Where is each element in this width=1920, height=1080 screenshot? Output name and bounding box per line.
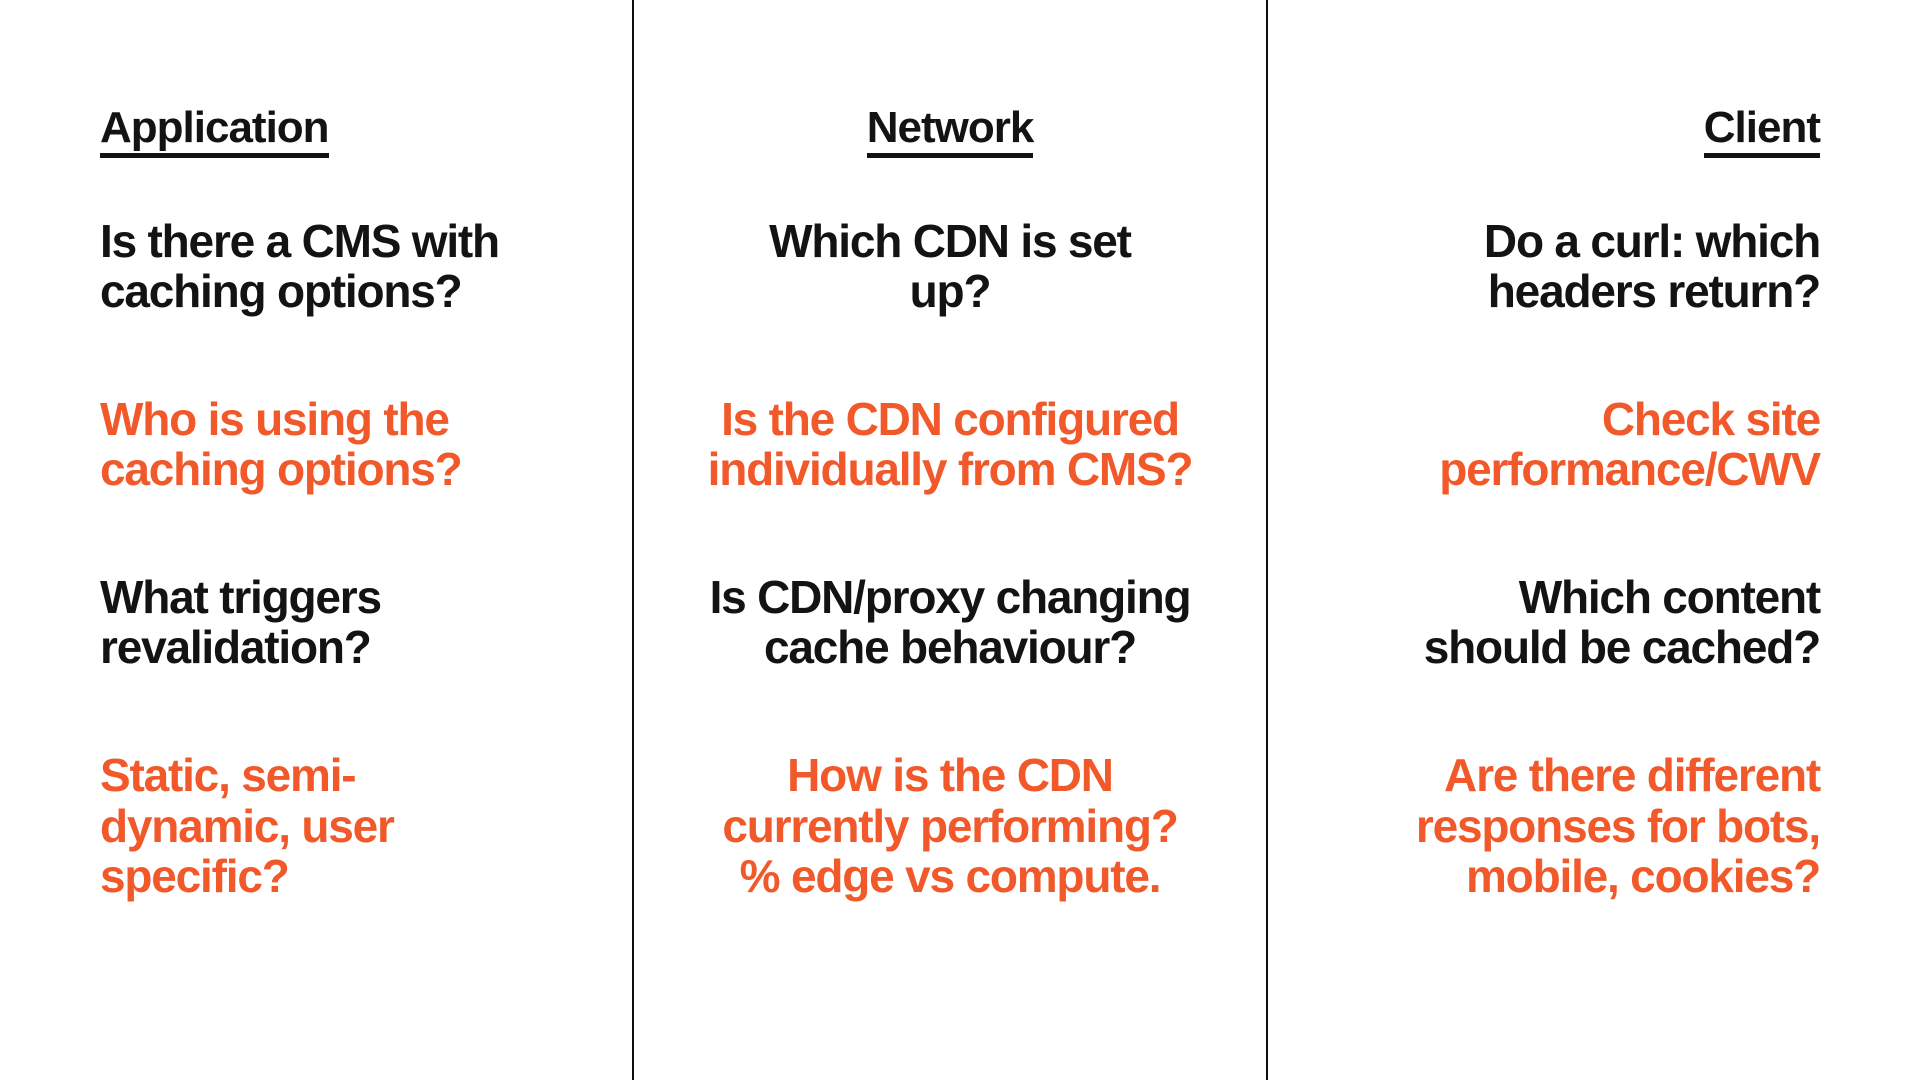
column-heading-network: Network (866, 104, 1034, 158)
column-client: Client Do a curl: which headers return? … (1268, 0, 1920, 1080)
question-cms-caching-options: Is there a CMS with caching options? (100, 214, 500, 318)
question-which-cdn: Which CDN is set up? (769, 214, 1132, 318)
column-heading-application: Application (100, 104, 330, 158)
question-different-responses: Are there different responses for bots, … (1415, 749, 1821, 903)
question-who-uses-caching: Who is using the caching options? (100, 392, 463, 496)
question-cdn-configured-individually: Is the CDN configured individually from … (707, 392, 1194, 496)
question-triggers-revalidation: What triggers revalidation? (100, 570, 382, 674)
question-static-dynamic-user: Static, semi- dynamic, user specific? (100, 749, 395, 903)
column-heading-client: Client (1703, 104, 1821, 158)
question-cdn-proxy-cache-behaviour: Is CDN/proxy changing cache behaviour? (709, 570, 1192, 674)
question-curl-headers: Do a curl: which headers return? (1483, 214, 1821, 318)
column-network: Network Which CDN is set up? Is the CDN … (634, 0, 1268, 1080)
question-cdn-performance-edge-compute: How is the CDN currently performing? % e… (722, 749, 1179, 903)
column-application: Application Is there a CMS with caching … (0, 0, 634, 1080)
question-site-performance-cwv: Check site performance/CWV (1439, 392, 1821, 496)
question-which-content-cached: Which content should be cached? (1423, 570, 1821, 674)
